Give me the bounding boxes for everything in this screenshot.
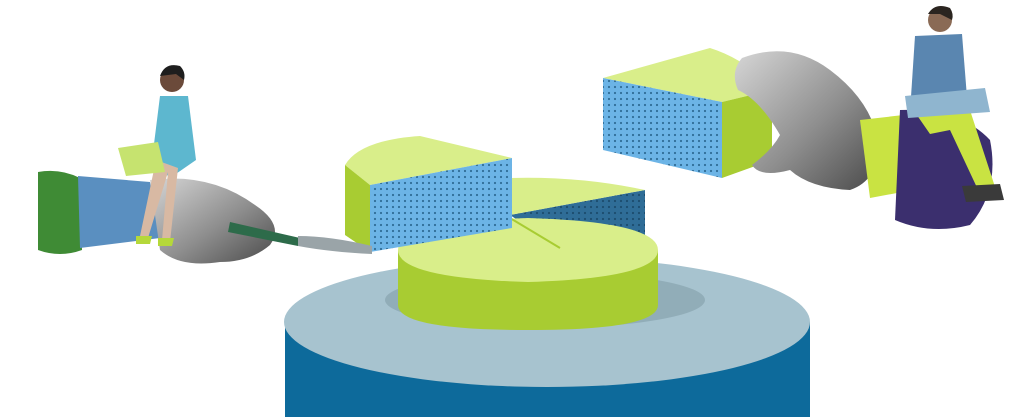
- slice-right-cut: [603, 78, 722, 178]
- man-hair: [928, 6, 953, 20]
- slice-right-top: [603, 48, 772, 102]
- woman-hair: [160, 65, 185, 80]
- woman-laptop: [118, 142, 165, 176]
- server-blade: [298, 236, 372, 254]
- slice-right-side: [722, 90, 772, 178]
- pie-lifted-slice-left: [345, 136, 512, 252]
- man-laptop: [905, 88, 990, 118]
- left-hand: [150, 178, 275, 264]
- slice-left-cut: [370, 158, 512, 252]
- woman-shoes: [136, 236, 174, 246]
- slice-left-top: [345, 136, 512, 185]
- left-sleeve: [78, 176, 160, 248]
- man-trousers: [912, 104, 996, 194]
- slice-left-side: [345, 165, 370, 252]
- man-figure: [905, 6, 1004, 202]
- pie-held-slice-right: [603, 48, 772, 178]
- woman-legs: [140, 160, 178, 242]
- server-handle: [228, 222, 300, 246]
- left-hand-with-server: [38, 170, 372, 264]
- man-shoes: [962, 184, 1004, 202]
- right-hand: [734, 51, 879, 190]
- woman-dress: [152, 96, 196, 178]
- left-sleeve-cuff: [38, 170, 82, 254]
- woman-figure: [118, 65, 196, 246]
